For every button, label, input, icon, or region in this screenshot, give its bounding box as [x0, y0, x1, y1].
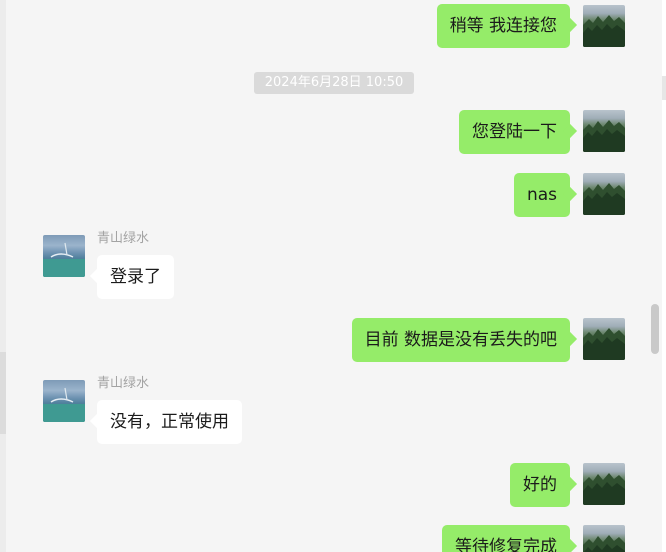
left-panel-edge-shade — [0, 352, 6, 434]
right-panel-edge-line — [662, 76, 666, 100]
seascape-icon — [43, 242, 85, 277]
forest-landscape-icon — [583, 120, 625, 152]
seascape-icon — [43, 387, 85, 422]
left-panel-edge — [0, 0, 6, 552]
message-bubble-incoming[interactable]: 登录了 — [97, 255, 174, 299]
forest-landscape-icon — [583, 183, 625, 215]
self-avatar-icon[interactable] — [583, 110, 625, 152]
message-bubble-outgoing[interactable]: 好的 — [510, 463, 570, 507]
right-panel-edge — [662, 0, 666, 552]
sender-name: 青山绿水 — [97, 231, 150, 246]
timestamp-label: 2024年6月28日 10:50 — [254, 72, 414, 94]
forest-landscape-icon — [583, 535, 625, 552]
self-avatar-icon[interactable] — [583, 173, 625, 215]
message-bubble-outgoing[interactable]: 目前 数据是没有丢失的吧 — [351, 318, 570, 362]
self-avatar-icon[interactable] — [583, 525, 625, 552]
self-avatar-icon[interactable] — [583, 463, 625, 505]
message-bubble-outgoing[interactable]: 稍等 我连接您 — [436, 4, 570, 48]
chat-scrollbar-thumb[interactable] — [651, 304, 659, 354]
message-bubble-outgoing[interactable]: nas — [513, 173, 570, 217]
message-bubble-outgoing[interactable]: 您登陆一下 — [459, 110, 570, 154]
forest-landscape-icon — [583, 15, 625, 47]
forest-landscape-icon — [583, 328, 625, 360]
message-bubble-incoming[interactable]: 没有，正常使用 — [97, 400, 242, 444]
self-avatar-icon[interactable] — [583, 318, 625, 360]
message-bubble-outgoing[interactable]: 等待修复完成 — [442, 525, 570, 552]
contact-avatar-icon[interactable] — [43, 380, 85, 422]
forest-landscape-icon — [583, 473, 625, 505]
contact-avatar-icon[interactable] — [43, 235, 85, 277]
sender-name: 青山绿水 — [97, 376, 150, 391]
self-avatar-icon[interactable] — [583, 5, 625, 47]
